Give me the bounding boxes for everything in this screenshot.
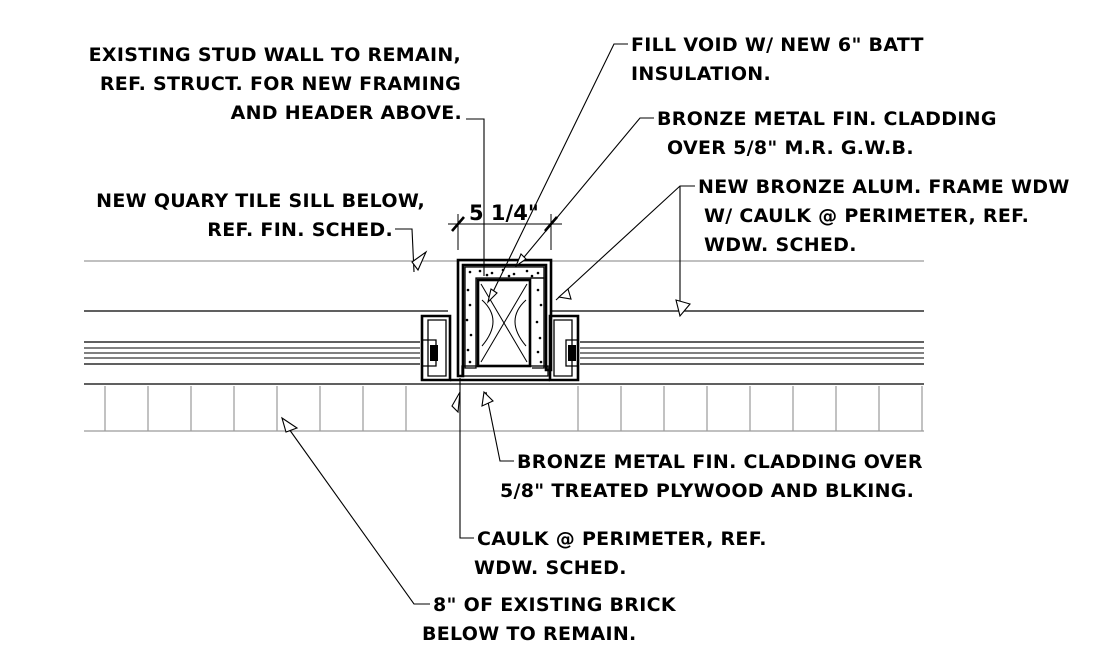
gwb-speckle [465,318,469,322]
leaders [281,43,695,605]
left-glazing-gasket [430,345,438,361]
gwb-speckle [536,350,540,354]
gwb-speckle [507,274,511,278]
leader-alum-frame-1 [555,185,695,301]
note-alum-frame: NEW BRONZE ALUM. FRAME WDW W/ CAULK @ PE… [698,176,1077,256]
arrow-alum-frame-1 [557,288,572,300]
leader-cladding-gwb [519,117,654,263]
gwb-speckle [468,270,472,274]
annotation-notes: EXISTING STUD WALL TO REMAIN, REF. STRUC… [89,34,1077,645]
gwb-speckle [535,320,539,324]
plywood-blocking [461,365,549,377]
note-fill-void: FILL VOID W/ NEW 6" BATT INSULATION. [631,34,931,85]
arrow-quary-tile [411,250,428,272]
arrow-brick [281,416,299,433]
gwb-texture [465,268,543,364]
gwb-layer-right [530,277,545,369]
note-caulk: CAULK @ PERIMETER, REF. WDW. SCHED. [474,528,774,579]
metal-cladding [456,258,553,378]
arrow-fill-void [487,288,498,304]
gwb-speckle [536,288,540,292]
note-cladding-plywood: BRONZE METAL FIN. CLADDING OVER 5/8" TRE… [500,451,930,502]
gwb-speckle [468,303,472,307]
leader-quary-tile [395,228,415,273]
gwb-speckle [478,269,482,273]
leader-caulk [459,378,474,539]
dimension-string: 5 1/4" [448,201,562,250]
batt-insulation [480,283,528,363]
right-glazing-gasket [568,345,576,361]
gwb-speckle [466,288,470,292]
note-quary-tile: NEW QUARY TILE SILL BELOW, REF. FIN. SCH… [96,190,432,241]
right-alum-frame-inner [553,319,578,377]
dimension-tick-left [451,216,465,232]
gwb-speckle [538,336,542,340]
arrow-alum-frame-2 [675,299,691,318]
leader-existing-stud [466,118,485,276]
arrow-caulk [451,391,461,414]
leader-fill-void [489,43,628,299]
window-frame-assembly [420,258,580,382]
gwb-speckle [469,333,473,337]
note-cladding-gwb: BRONZE METAL FIN. CLADDING OVER 5/8" M.R… [657,108,1004,159]
brick-courses [104,386,923,431]
wall-section-lines [84,260,924,432]
leader-brick [283,421,430,605]
gwb-speckle [539,360,543,364]
gwb-speckle [466,348,470,352]
dimension-text: 5 1/4" [469,201,539,225]
arrow-cladding-gwb [514,253,527,268]
note-existing-stud: EXISTING STUD WALL TO REMAIN, REF. STRUC… [89,44,468,124]
gwb-speckle [468,360,472,364]
gwb-speckle [536,271,540,275]
gwb-speckle [530,274,534,278]
gwb-speckle [485,273,489,277]
gwb-speckle [490,271,494,275]
arrow-cladding-plywood [481,390,494,407]
leader-cladding-plywood [485,391,514,462]
gwb-speckle [525,269,529,273]
gwb-layer [464,266,545,369]
gwb-speckle [539,303,543,307]
gwb-speckle [512,272,516,276]
note-brick: 8" OF EXISTING BRICK BELOW TO REMAIN. [422,594,683,645]
